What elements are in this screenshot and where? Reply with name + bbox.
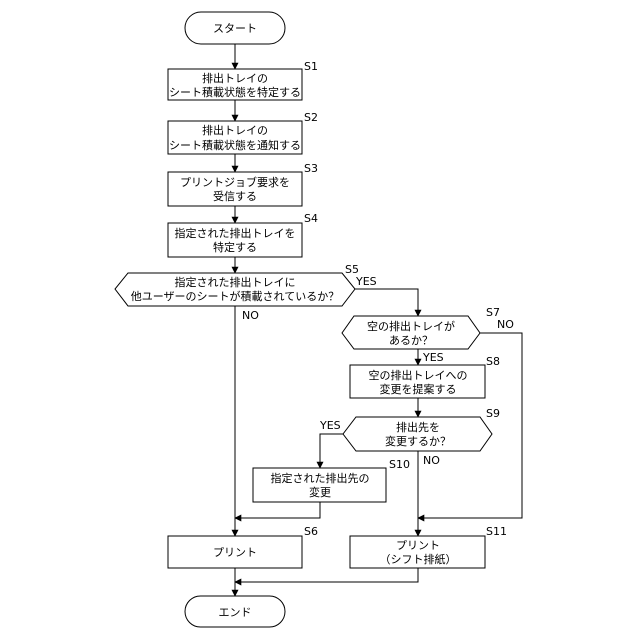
s4-line-1: 指定された排出トレイを xyxy=(175,226,296,240)
s4-line-2: 特定する xyxy=(213,240,257,254)
node-labels: スタート 排出トレイの シート積載状態を特定する 排出トレイの シート積載状態を… xyxy=(131,22,468,619)
step-label-s1: S1 xyxy=(304,60,318,73)
step-label-s6: S6 xyxy=(304,525,318,538)
step-label-s10: S10 xyxy=(389,458,410,471)
end-label: エンド xyxy=(219,606,252,619)
s9-yes-label: YES xyxy=(319,419,341,432)
edge-s11-join xyxy=(235,568,418,582)
s1-line-2: シート積載状態を特定する xyxy=(169,85,301,99)
s10-line-1: 指定された排出先の xyxy=(271,471,370,485)
s2-line-2: シート積載状態を通知する xyxy=(169,138,301,152)
s9-no-label: NO xyxy=(423,454,440,467)
s9-line-2: 変更するか？ xyxy=(385,434,451,448)
s7-line-2: あるか？ xyxy=(389,334,433,347)
step-label-s11: S11 xyxy=(486,525,507,538)
s5-line-2: 他ユーザーのシートが積載されているか？ xyxy=(131,289,339,303)
step-label-s2: S2 xyxy=(304,111,318,124)
s2-line-1: 排出トレイの xyxy=(202,123,268,137)
s5-no-label: NO xyxy=(242,309,259,322)
s8-line-1: 空の排出トレイへの xyxy=(369,368,468,382)
s6-label: プリント xyxy=(213,546,257,559)
s7-line-1: 空の排出トレイが xyxy=(367,319,455,333)
s11-line-1: プリント xyxy=(396,539,440,552)
s8-line-2: 変更を提案する xyxy=(380,382,457,396)
step-label-s3: S3 xyxy=(304,162,318,175)
s1-line-1: 排出トレイの xyxy=(202,71,268,85)
s3-line-1: プリントジョブ要求を xyxy=(180,175,290,189)
start-label: スタート xyxy=(213,22,257,35)
step-label-s9: S9 xyxy=(486,407,500,420)
step-label-s8: S8 xyxy=(486,355,500,368)
s7-no-label: NO xyxy=(497,318,514,331)
edge-s5-s7 xyxy=(355,289,418,316)
s5-yes-label: YES xyxy=(355,275,377,288)
s11-line-2: （シフト排紙） xyxy=(380,552,457,566)
s3-line-2: 受信する xyxy=(213,190,257,203)
s7-yes-label: YES xyxy=(422,351,444,364)
edge-s9-s10 xyxy=(320,434,343,468)
step-label-s4: S4 xyxy=(304,212,318,225)
s9-line-1: 排出先を xyxy=(396,420,440,434)
edge-s10-join xyxy=(235,502,320,518)
s5-line-1: 指定された排出トレイに xyxy=(175,275,296,289)
s10-line-2: 変更 xyxy=(309,485,331,499)
